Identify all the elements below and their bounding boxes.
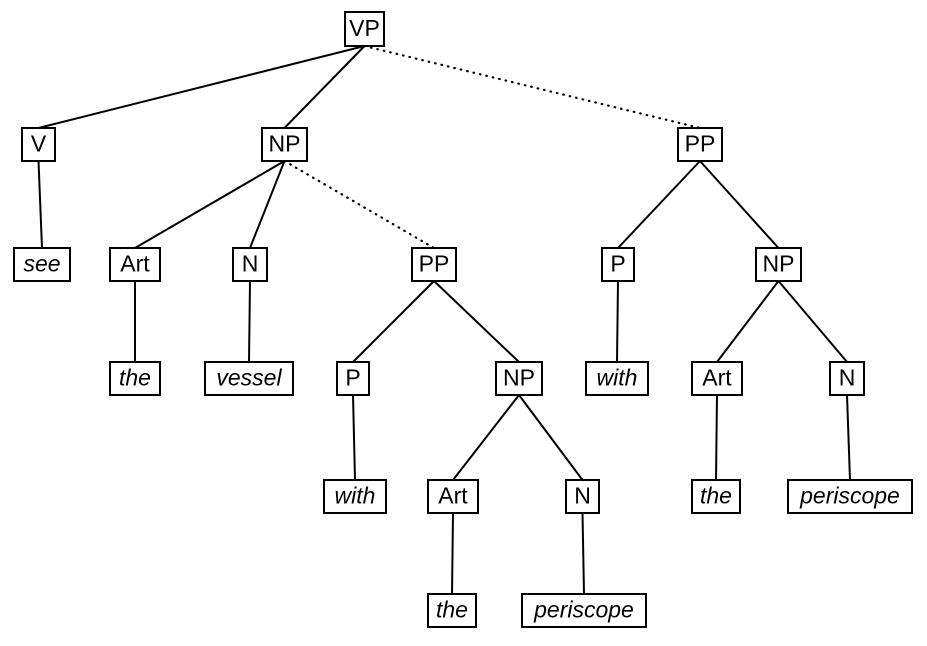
tree-edge-pp_right-to-p_right bbox=[617, 160, 701, 249]
tree-edge-p_mid-to-with_m bbox=[352, 394, 356, 481]
tree-node-n_right: N bbox=[829, 361, 865, 396]
tree-node-with_r: with bbox=[585, 361, 649, 396]
tree-edge-pp_right-to-np_right bbox=[699, 160, 780, 249]
tree-edge-np_right-to-n_right bbox=[777, 280, 848, 363]
node-box-n_right bbox=[829, 361, 865, 396]
node-label-peri_m: periscope bbox=[533, 597, 634, 623]
node-label-vp: VP bbox=[349, 15, 380, 41]
node-box-art1 bbox=[109, 247, 161, 282]
tree-node-peri_m: periscope bbox=[521, 593, 647, 628]
node-label-art1: Art bbox=[120, 251, 150, 277]
node-box-np_mid bbox=[495, 361, 543, 396]
tree-edge-vp-to-pp_right bbox=[363, 44, 702, 130]
node-box-p_right bbox=[601, 247, 635, 282]
tree-node-art_mid: Art bbox=[427, 479, 479, 514]
tree-node-vp: VP bbox=[344, 11, 385, 47]
node-label-n1: N bbox=[242, 251, 259, 277]
tree-node-n_mid: N bbox=[565, 479, 600, 514]
node-box-pp_mid bbox=[411, 247, 457, 282]
node-box-v bbox=[21, 127, 56, 162]
tree-edge-np_mid-to-n_mid bbox=[518, 394, 584, 481]
tree-node-the1: the bbox=[109, 361, 161, 396]
tree-node-pp_right: PP bbox=[677, 127, 723, 162]
tree-node-art_right: Art bbox=[691, 361, 743, 396]
node-box-p_mid bbox=[336, 361, 370, 396]
tree-edge-np1-to-n1 bbox=[249, 160, 286, 249]
node-label-the_m: the bbox=[436, 597, 468, 623]
node-label-v: V bbox=[31, 131, 47, 157]
tree-node-np_mid: NP bbox=[495, 361, 543, 396]
node-box-peri_r bbox=[787, 479, 913, 514]
node-box-vessel bbox=[204, 361, 294, 396]
node-box-art_right bbox=[691, 361, 743, 396]
node-label-p_right: P bbox=[610, 251, 625, 277]
node-label-n_right: N bbox=[839, 365, 856, 391]
node-box-art_mid bbox=[427, 479, 479, 514]
tree-edge-n1-to-vessel bbox=[248, 280, 251, 363]
tree-edge-n_right-to-peri_r bbox=[846, 394, 851, 481]
node-box-pp_right bbox=[677, 127, 723, 162]
tree-node-pp_mid: PP bbox=[411, 247, 457, 282]
tree-node-peri_r: periscope bbox=[787, 479, 913, 514]
node-label-the1: the bbox=[119, 365, 151, 391]
node-box-n_mid bbox=[565, 479, 600, 514]
node-label-pp_right: PP bbox=[685, 131, 716, 157]
node-label-peri_r: periscope bbox=[799, 483, 900, 509]
edge-layer bbox=[37, 44, 851, 595]
node-box-n1 bbox=[232, 247, 268, 282]
node-box-the_r bbox=[691, 479, 741, 514]
node-label-with_r: with bbox=[597, 365, 638, 391]
node-box-peri_m bbox=[521, 593, 647, 628]
tree-edge-art_mid-to-the_m bbox=[451, 512, 454, 595]
tree-edge-np1-to-art1 bbox=[134, 160, 286, 249]
tree-edge-np1-to-pp_mid bbox=[283, 159, 436, 250]
node-box-with_r bbox=[585, 361, 649, 396]
node-label-p_mid: P bbox=[345, 365, 360, 391]
node-box-vp bbox=[344, 11, 385, 47]
tree-node-the_m: the bbox=[427, 593, 477, 628]
tree-node-with_m: with bbox=[323, 479, 387, 514]
tree-node-n1: N bbox=[232, 247, 268, 282]
node-box-the1 bbox=[109, 361, 161, 396]
node-box-the_m bbox=[427, 593, 477, 628]
node-label-see: see bbox=[23, 251, 60, 277]
node-label-art_right: Art bbox=[702, 365, 732, 391]
tree-edge-pp_mid-to-p_mid bbox=[352, 280, 435, 363]
node-box-np1 bbox=[261, 127, 308, 162]
tree-edge-n_mid-to-peri_m bbox=[581, 512, 585, 595]
node-label-n_mid: N bbox=[574, 483, 591, 509]
node-label-the_r: the bbox=[700, 483, 732, 509]
tree-node-np1: NP bbox=[261, 127, 308, 162]
tree-node-p_right: P bbox=[601, 247, 635, 282]
tree-node-v: V bbox=[21, 127, 56, 162]
node-label-with_m: with bbox=[335, 483, 376, 509]
tree-node-art1: Art bbox=[109, 247, 161, 282]
node-label-np_right: NP bbox=[763, 251, 795, 277]
tree-node-the_r: the bbox=[691, 479, 741, 514]
tree-edge-art_right-to-the_r bbox=[715, 394, 718, 481]
node-label-np1: NP bbox=[269, 131, 301, 157]
tree-edge-v-to-see bbox=[37, 160, 43, 249]
tree-node-see: see bbox=[13, 247, 71, 282]
tree-node-vessel: vessel bbox=[204, 361, 294, 396]
node-box-with_m bbox=[323, 479, 387, 514]
tree-edge-vp-to-np1 bbox=[283, 45, 366, 129]
node-label-art_mid: Art bbox=[438, 483, 468, 509]
tree-edge-np_mid-to-art_mid bbox=[452, 394, 520, 481]
node-box-see bbox=[13, 247, 71, 282]
node-box-np_right bbox=[755, 247, 802, 282]
node-label-pp_mid: PP bbox=[419, 251, 450, 277]
tree-node-p_mid: P bbox=[336, 361, 370, 396]
tree-node-np_right: NP bbox=[755, 247, 802, 282]
node-label-np_mid: NP bbox=[503, 365, 535, 391]
tree-edge-p_right-to-with_r bbox=[616, 280, 619, 363]
tree-edge-vp-to-v bbox=[38, 45, 365, 129]
tree-edge-pp_mid-to-np_mid bbox=[433, 280, 520, 363]
tree-edge-np_right-to-art_right bbox=[716, 280, 780, 363]
node-label-vessel: vessel bbox=[216, 365, 282, 391]
